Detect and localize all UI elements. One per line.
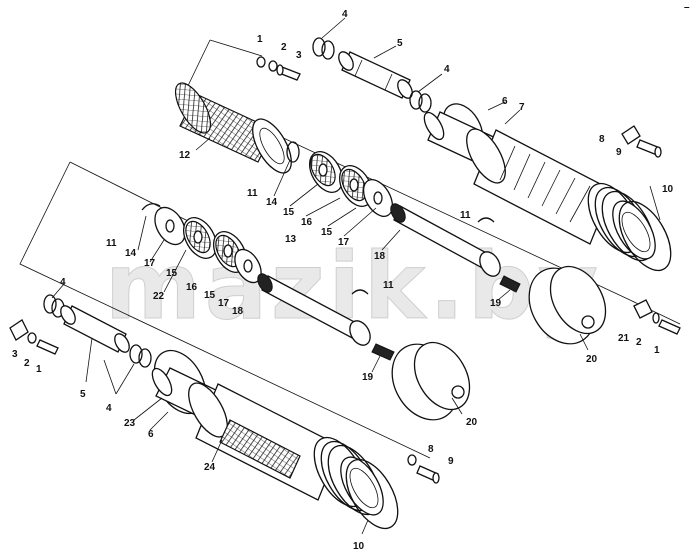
o-rings-upper [312, 37, 432, 113]
callout-6: 6 [148, 429, 154, 440]
callout-11: 11 [247, 188, 258, 199]
callout-1: 1 [36, 364, 42, 375]
callout-2: 2 [636, 337, 642, 348]
lower-spring-shaft [257, 273, 395, 361]
callout-21: 21 [618, 333, 630, 344]
callout-14: 14 [125, 248, 137, 259]
lower-piston [391, 341, 471, 421]
callout-18: 18 [232, 306, 244, 317]
callout-6: 6 [502, 96, 508, 107]
callout-11: 11 [106, 238, 117, 249]
callout-14: 14 [266, 197, 278, 208]
callout-13: 13 [285, 234, 297, 245]
callout-24: 24 [204, 462, 216, 473]
callout-1: 1 [257, 34, 263, 45]
callout-5: 5 [80, 389, 86, 400]
upper-spring-shaft [390, 203, 521, 293]
callout-5: 5 [397, 38, 403, 49]
callout-17: 17 [144, 258, 156, 269]
callout-18: 18 [374, 251, 386, 262]
callout-22: 22 [153, 291, 165, 302]
callout-3: 3 [296, 50, 302, 61]
bolt-set-lower-right [407, 454, 440, 484]
callout-12: 12 [179, 150, 191, 161]
shaft-upper [338, 51, 413, 99]
callout-17: 17 [218, 298, 230, 309]
callout-4: 4 [60, 277, 66, 288]
callout-9: 9 [616, 147, 622, 158]
callout-19: 19 [362, 372, 374, 383]
upper-piston [528, 265, 607, 345]
bolt-set-upper-left [256, 56, 301, 81]
callout-4: 4 [342, 9, 348, 20]
callout-16: 16 [301, 217, 313, 228]
callout-15: 15 [166, 268, 178, 279]
callout-2: 2 [281, 42, 287, 53]
upper-main-cylinder [423, 103, 672, 272]
callout-16: 16 [186, 282, 198, 293]
callout-1: 1 [654, 345, 660, 356]
leader-lines [51, 17, 661, 535]
callout-15: 15 [283, 207, 295, 218]
upper-disc-stack [308, 151, 394, 217]
callout-8: 8 [428, 444, 434, 455]
callout-20: 20 [586, 354, 598, 365]
callout-23: 23 [124, 418, 136, 429]
callout-11: 11 [460, 210, 471, 221]
callout-2: 2 [24, 358, 30, 369]
callout-4: 4 [106, 403, 112, 414]
callout-15: 15 [321, 227, 333, 238]
bolt-set-lower-left [9, 319, 59, 355]
callout-4: 4 [444, 64, 450, 75]
callout-10: 10 [353, 541, 365, 552]
corner-mark: – [684, 2, 690, 13]
callout-3: 3 [12, 349, 18, 360]
lower-main-cylinder [151, 349, 399, 530]
callout-7: 7 [519, 102, 525, 113]
callout-10: 10 [662, 184, 674, 195]
callout-8: 8 [599, 134, 605, 145]
callout-19: 19 [490, 298, 502, 309]
bolt-set-upper-right [621, 125, 662, 158]
callout-11: 11 [383, 280, 394, 291]
callout-numbers: 4 1 2 3 5 4 6 7 8 9 12 10 11 14 15 16 15… [12, 2, 690, 552]
bolt-set-right [633, 299, 681, 335]
callout-9: 9 [448, 456, 454, 467]
lower-disc-stack [141, 203, 262, 284]
callout-20: 20 [466, 417, 478, 428]
callout-17: 17 [338, 237, 350, 248]
filter-mesh-cylinder [174, 82, 300, 174]
shaft-lower [43, 294, 152, 368]
callout-15: 15 [204, 290, 216, 301]
